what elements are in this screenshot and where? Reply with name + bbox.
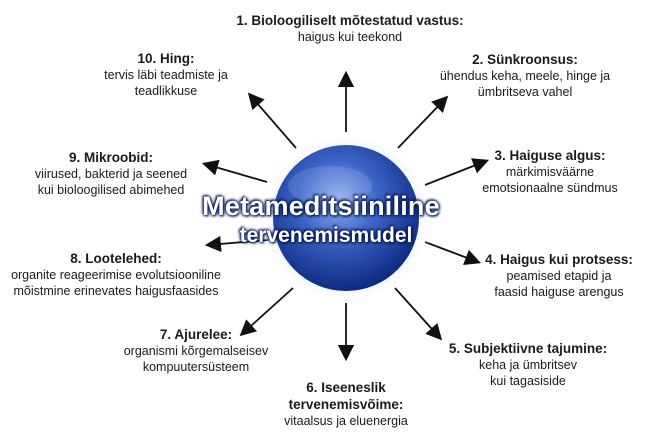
node-3-desc-line: märkimisväärne (505, 165, 595, 179)
node-2-desc-line: ümbritseva vahel (477, 85, 573, 99)
node-9-desc-line: kui bioloogilised abimehed (37, 183, 185, 197)
node-6-title: tervenemisvõime: (288, 397, 404, 412)
node-1-title: 1. Bioloogiliselt mõtestatud vastus: (236, 13, 464, 28)
node-7-title: 7. Ajurelee: (159, 327, 233, 342)
node-5: 5. Subjektiivne tajumine: keha ja ümbrit… (428, 340, 628, 389)
node-10: 10. Hing: tervis läbi teadmiste ja teadl… (80, 50, 252, 99)
arrow-to-node-10 (247, 92, 297, 149)
node-6-desc-line: vitaalsus ja eluenergia (284, 414, 408, 428)
node-7: 7. Ajurelee: organismi kõrgemalseisev ko… (110, 326, 282, 375)
arrow-to-node-3 (424, 158, 490, 186)
node-9-desc-line: viirused, bakterid ja seened (34, 167, 188, 181)
arrow-to-node-9 (201, 159, 268, 183)
node-8-title: 8. Lootelehed: (70, 251, 162, 266)
node-8-desc-line: organite reageerimise evolutsiooniline (11, 268, 221, 282)
node-4-desc-line: faasid haiguse arengus (494, 285, 624, 299)
node-10-title: 10. Hing: (137, 51, 195, 66)
sphere-highlight (288, 166, 372, 206)
node-1-desc-line: haigus kui teekond (297, 30, 403, 44)
center-sphere (273, 145, 419, 291)
arrow-to-node-4 (424, 241, 482, 266)
node-10-desc-line: teadlikkuse (134, 84, 198, 98)
node-2-desc-line: ühendus keha, meele, hinge ja (439, 69, 611, 83)
arrow-to-node-7 (239, 287, 294, 337)
node-4-title: 4. Haigus kui protsess: (485, 252, 633, 267)
node-5-title: 5. Subjektiivne tajumine: (448, 341, 608, 356)
node-7-desc-line: organismi kõrgemalseisev (123, 344, 269, 358)
node-4: 4. Haigus kui protsess: peamised etapid … (477, 251, 641, 300)
node-3-desc-line: emotsionaalne sündmus (482, 181, 618, 195)
arrows (201, 70, 490, 362)
node-2-title: 2. Sünkroonsus: (472, 52, 578, 67)
node-9: 9. Mikroobid: viirused, bakterid ja seen… (22, 149, 200, 198)
node-7-desc-line: kompuutersüsteem (142, 360, 250, 374)
node-3-title: 3. Haiguse algus: (494, 148, 606, 163)
node-4-desc-line: peamised etapid ja (506, 269, 612, 283)
node-5-desc-line: keha ja ümbritsev (479, 358, 577, 372)
node-8-desc-line: mõistmine erinevates haigusfaasides (13, 284, 219, 298)
node-3: 3. Haiguse algus: märkimisväärne emotsio… (470, 147, 630, 196)
arrow-to-node-8 (204, 235, 269, 252)
node-8: 8. Lootelehed: organite reageerimise evo… (4, 250, 228, 299)
node-6-title: 6. Iseeneslik (306, 380, 386, 395)
node-2: 2. Sünkroonsus: ühendus keha, meele, hin… (418, 51, 632, 100)
node-5-desc-line: kui tagasiside (490, 374, 566, 388)
arrow-to-node-2 (397, 95, 449, 149)
node-10-desc-line: tervis läbi teadmiste ja (104, 68, 228, 82)
node-6: 6. Iseeneslik tervenemisvõime: vitaalsus… (262, 379, 430, 429)
node-1: 1. Bioloogiliselt mõtestatud vastus: hai… (190, 12, 510, 45)
node-9-title: 9. Mikroobid: (69, 150, 153, 165)
arrow-to-node-5 (394, 287, 443, 341)
